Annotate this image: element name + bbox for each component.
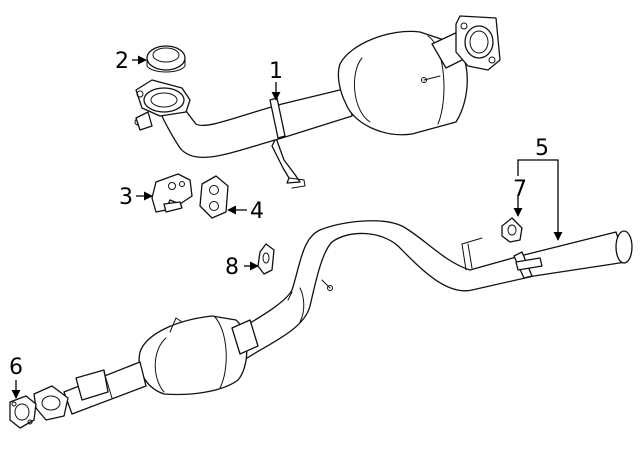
hanger-bracket: [151, 173, 193, 213]
callout-8: 8: [225, 255, 239, 280]
callout-6: 6: [9, 355, 23, 380]
callout-leaders: [11, 55, 563, 399]
flange-gasket: [9, 395, 37, 429]
callout-2: 2: [115, 49, 129, 74]
callout-3: 3: [119, 185, 133, 210]
callout-1: 1: [269, 59, 283, 84]
hanger-isolator: [501, 217, 523, 243]
exhaust-insulator: [257, 243, 275, 275]
seal-gasket-ring: [146, 45, 186, 73]
callout-5: 5: [535, 136, 549, 161]
muffler-and-pipe-assembly: [33, 220, 633, 421]
callout-7: 7: [513, 177, 527, 202]
front-catalytic-converter-pipe: [134, 15, 501, 189]
rubber-insulator: [199, 175, 229, 219]
callout-4: 4: [250, 199, 264, 224]
